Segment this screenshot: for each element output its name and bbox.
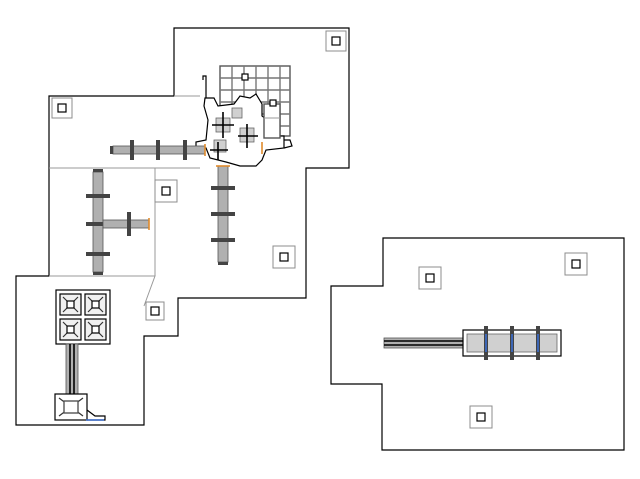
east-corridor	[383, 337, 472, 349]
pillar-icon	[127, 212, 131, 236]
south-corridor	[211, 165, 235, 265]
pod	[59, 318, 82, 341]
waypoint-marker	[469, 405, 493, 429]
waypoint-marker	[418, 266, 442, 290]
pillar-icon	[86, 252, 110, 256]
pillar-icon	[211, 186, 235, 190]
pillar-icon	[536, 326, 540, 360]
bottom-room	[54, 393, 106, 421]
pillar-hall	[462, 326, 562, 360]
waypoint-marker	[51, 97, 73, 119]
pod	[59, 293, 82, 316]
waypoint-marker	[325, 30, 347, 52]
pod	[84, 293, 107, 316]
waypoint-marker	[272, 245, 296, 269]
bottom-corridor	[65, 343, 79, 395]
pod	[84, 318, 107, 341]
pillar-icon	[211, 212, 235, 216]
pillar-icon	[484, 326, 488, 360]
waypoint-marker	[564, 252, 588, 276]
pillar-icon	[86, 222, 110, 226]
left-complex	[15, 27, 350, 426]
inner-divider-3	[49, 275, 156, 307]
waypoint-marker	[154, 179, 178, 203]
west-corridor	[110, 140, 263, 160]
pillar-icon	[183, 140, 187, 160]
quad-pod-room	[55, 289, 111, 345]
pillar-icon	[86, 194, 110, 198]
pillar-icon	[211, 238, 235, 242]
pillar-icon	[510, 326, 514, 360]
right-complex	[330, 237, 625, 451]
pillar-icon	[130, 140, 134, 160]
pillar-icon	[156, 140, 160, 160]
west-vertical-corridor	[86, 169, 150, 275]
waypoint-marker	[145, 301, 165, 321]
